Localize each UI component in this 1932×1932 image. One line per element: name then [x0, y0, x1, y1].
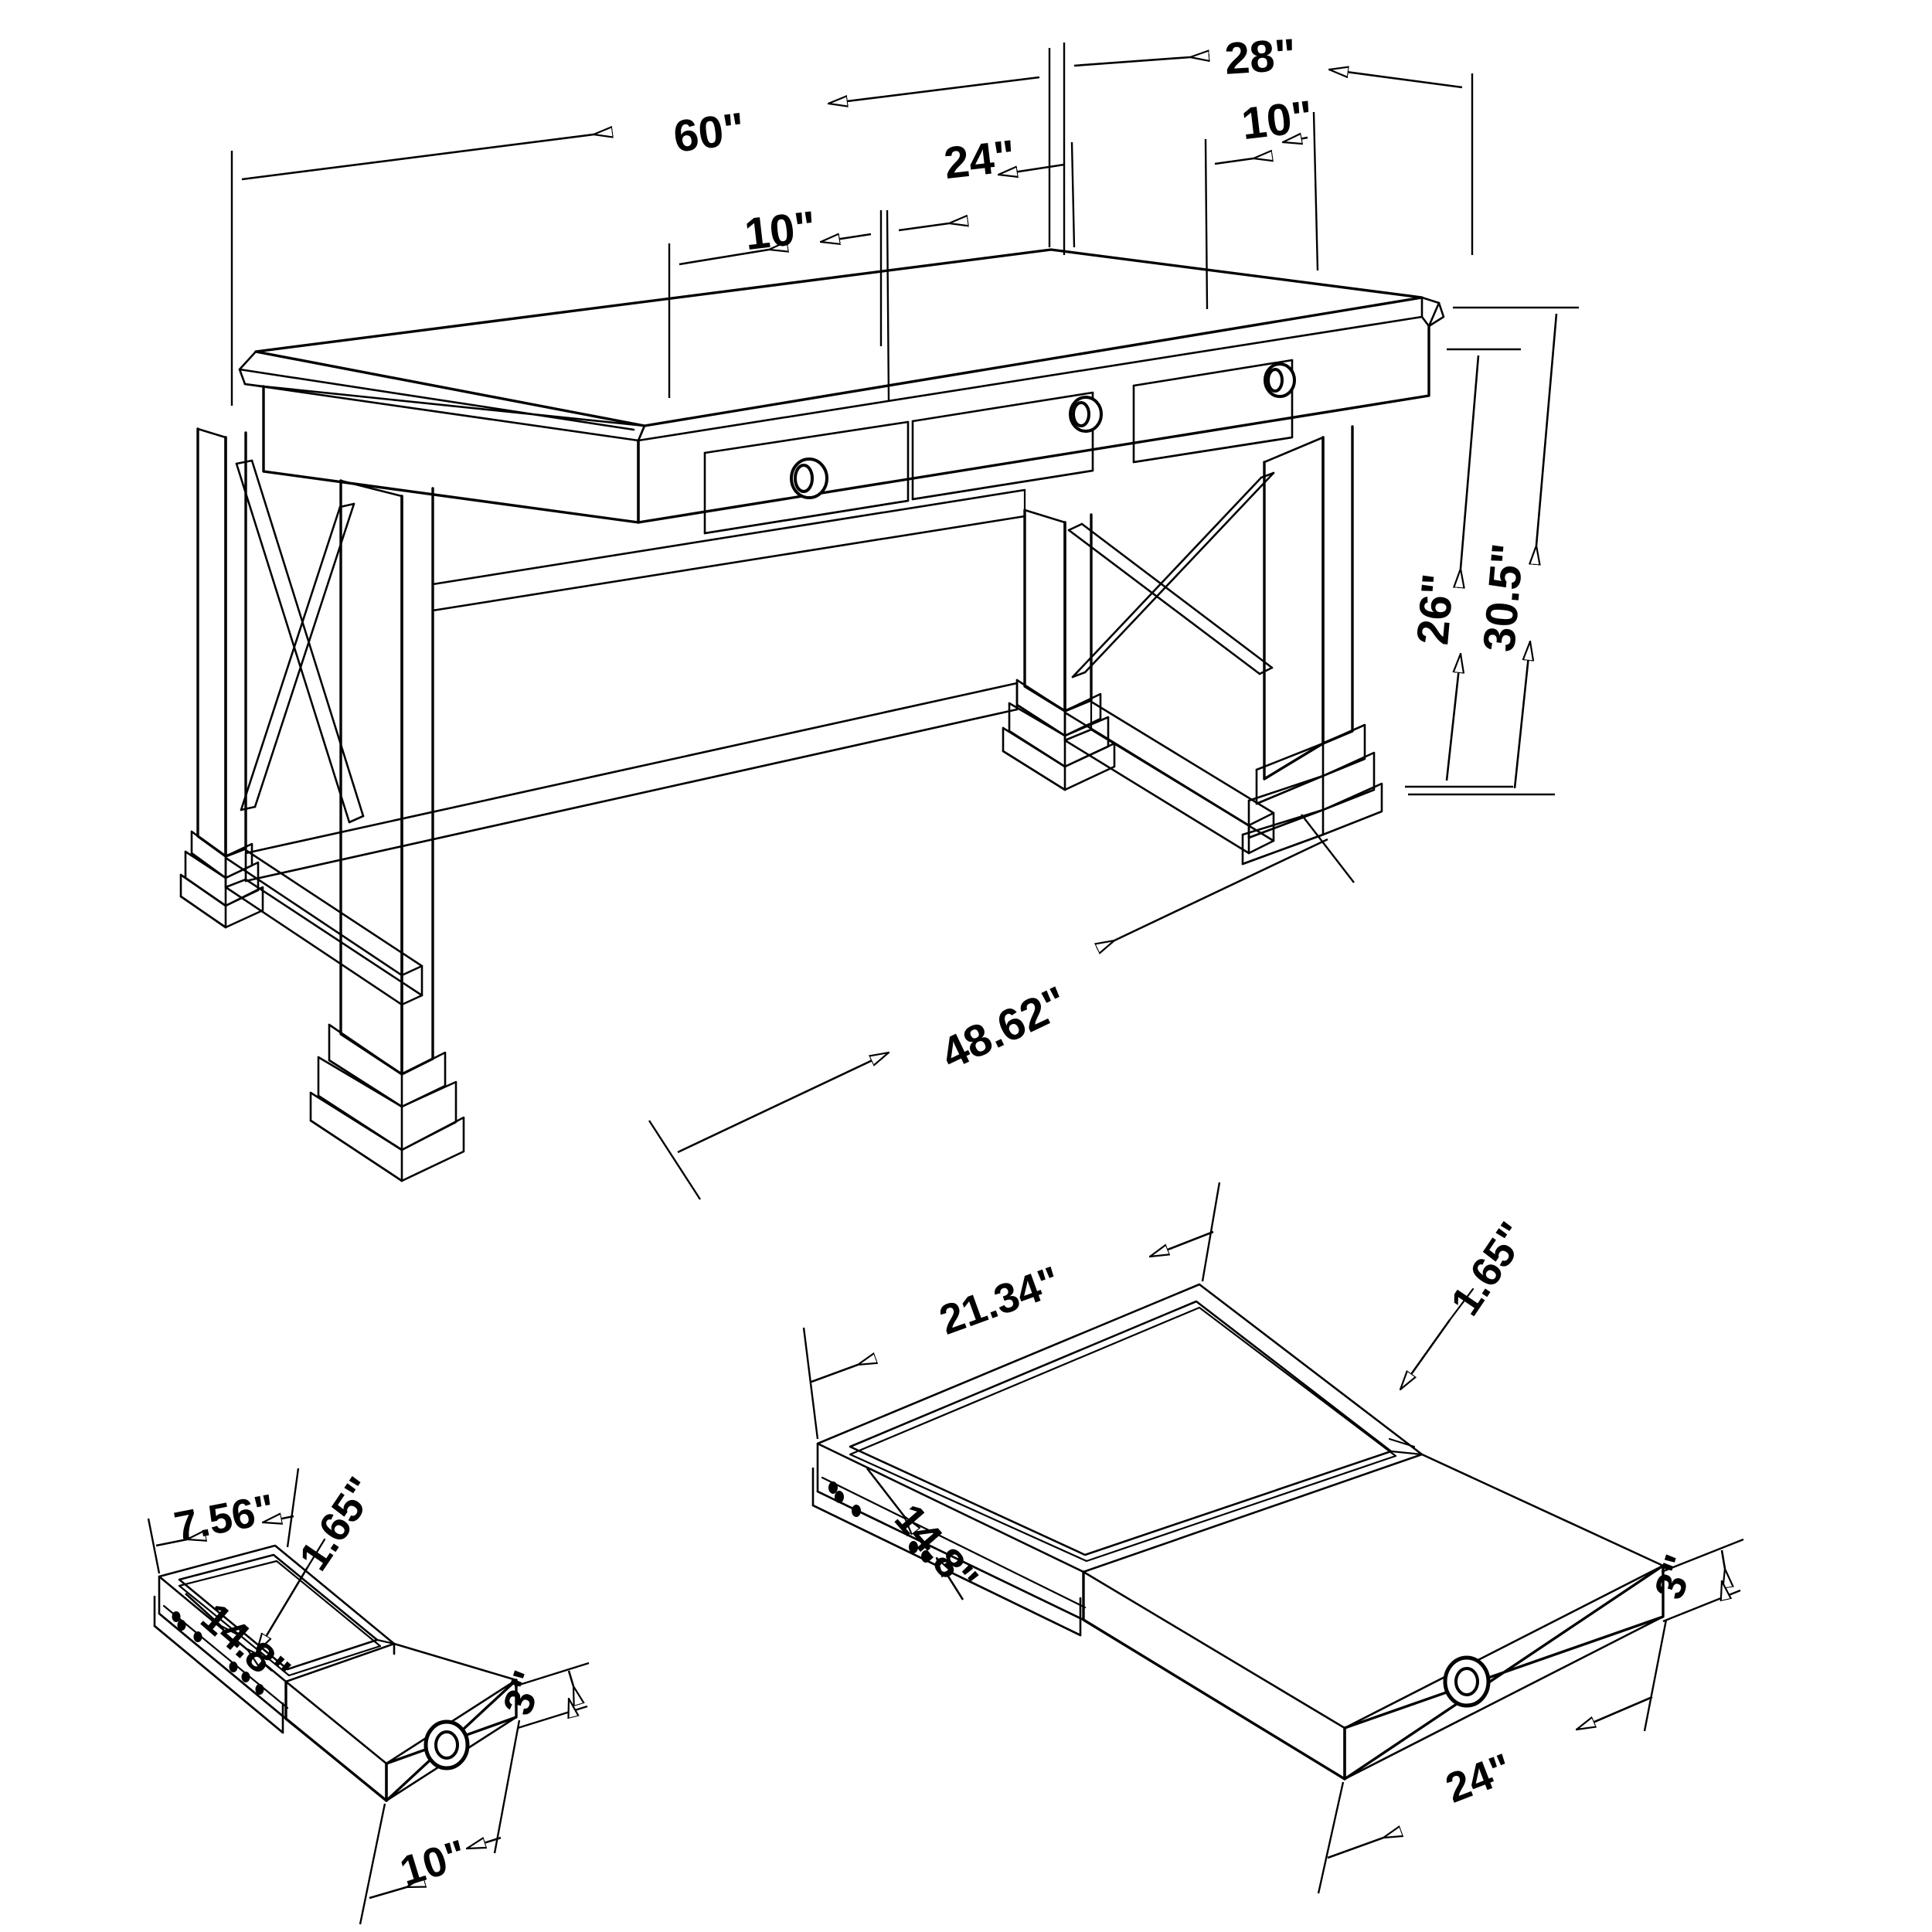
dimension-label-24in: 24" [941, 131, 1018, 189]
drawer-knob-icon[interactable] [1264, 362, 1296, 398]
large-drawer-box [811, 1283, 1665, 1781]
desk-assembly-view: 60" 28" 10" 24" [179, 29, 1579, 1200]
dimension-28in: 28" [1063, 29, 1474, 255]
left-side-x-brace [235, 459, 365, 824]
drawer-front-near[interactable] [703, 420, 910, 535]
dimension-10in-right: 10" [1204, 91, 1319, 310]
drawer-front-far-right[interactable] [1132, 359, 1296, 464]
dimension-label-10in-right: 10" [1239, 91, 1315, 149]
leg-front-left [309, 479, 465, 1182]
drawer-knob-icon[interactable] [1443, 1655, 1491, 1708]
desk-apron [262, 325, 1430, 524]
right-side-x-brace [1067, 471, 1275, 679]
leg-back-right [1002, 509, 1116, 791]
leg-foot-plinth [1002, 679, 1116, 791]
dimension-26in: 26" [1405, 348, 1521, 788]
leg-foot-plinth [309, 1023, 465, 1182]
drawer-front-far-left[interactable] [911, 391, 1103, 501]
dimension-label-60in: 60" [671, 104, 748, 162]
dimension-label-26in: 26" [1407, 572, 1464, 647]
dimension-label-10in-left: 10" [742, 202, 818, 260]
drawer-knob-icon[interactable] [790, 457, 828, 499]
small-drawer-box [153, 1544, 518, 1802]
stretcher-rear-long [244, 682, 1019, 883]
dimension-305in: 30.5" [1408, 306, 1579, 796]
drawer-knob-icon[interactable] [1069, 396, 1103, 433]
desk-top [238, 248, 1445, 442]
drawer-knob-icon[interactable] [423, 1719, 470, 1770]
slide-screw-holes [172, 1611, 264, 1695]
dimension-24in: 24" [886, 131, 1076, 401]
dimension-label-28in: 28" [1223, 29, 1298, 84]
rail-under-apron [431, 488, 1026, 612]
dimension-60in: 60" [230, 48, 1051, 406]
stretcher-right-side [1063, 700, 1275, 855]
dimension-10in-left: 10" [668, 202, 883, 398]
dimension-label-305in: 30.5" [1474, 542, 1533, 655]
